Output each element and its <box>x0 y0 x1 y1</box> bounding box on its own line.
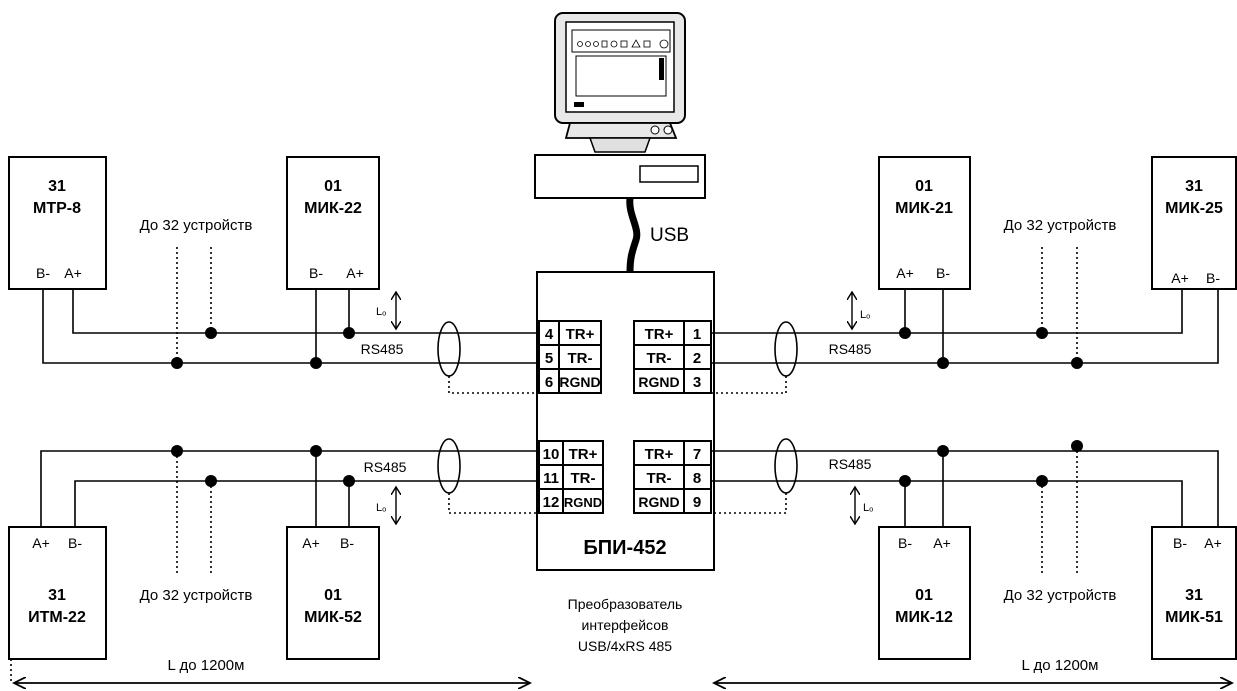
device-address: 31 <box>48 587 66 604</box>
lo-label: Lₒ <box>376 502 386 514</box>
device-model: МИК-25 <box>1165 200 1223 217</box>
device-model: МИК-52 <box>304 609 362 626</box>
terminal-signal: TR+ <box>569 446 598 463</box>
terminal-num: 2 <box>693 350 701 367</box>
device-model: МТР-8 <box>33 200 81 217</box>
device-model: МИК-21 <box>895 200 953 217</box>
device-address: 01 <box>324 587 342 604</box>
device-address: 01 <box>915 178 933 195</box>
pin-label: A+ <box>933 535 951 551</box>
pin-label: B- <box>340 535 354 551</box>
device-model: ИТМ-22 <box>28 609 86 626</box>
pin-label: A+ <box>32 535 50 551</box>
terminal-num: 7 <box>693 446 701 463</box>
device-address: 01 <box>915 587 933 604</box>
pin-label: B- <box>1206 270 1220 286</box>
devices-limit-label: До 32 устройств <box>1004 217 1117 234</box>
terminal-signal: RGND <box>638 494 679 510</box>
pin-label: A+ <box>346 265 364 281</box>
pin-label: A+ <box>1204 535 1222 551</box>
lo-label: Lₒ <box>863 502 873 514</box>
device-box <box>8 156 107 290</box>
terminal-signal: TR- <box>571 470 596 487</box>
max-length-label: L до 1200м <box>168 657 245 674</box>
device-model: МИК-22 <box>304 200 362 217</box>
pin-label: A+ <box>302 535 320 551</box>
converter-block <box>536 271 715 571</box>
terminal-signal: RGND <box>559 374 600 390</box>
terminal-signal: RGND <box>638 374 679 390</box>
pin-label: B- <box>36 265 50 281</box>
terminal-num: 9 <box>693 494 701 511</box>
rs485-label: RS485 <box>364 459 407 475</box>
bus-top-left <box>42 247 539 394</box>
terminal-num: 4 <box>545 326 554 343</box>
device-box <box>1151 156 1237 290</box>
terminal-block-right-top <box>633 320 712 394</box>
terminal-block-right-bottom <box>633 440 712 514</box>
converter-description-line1: Преобразователь <box>568 596 683 612</box>
lo-label: Lₒ <box>376 306 386 318</box>
pin-label: A+ <box>896 265 914 281</box>
rs485-label: RS485 <box>361 341 404 357</box>
device-box <box>286 526 380 660</box>
pin-label: A+ <box>1171 270 1189 286</box>
terminal-signal: TR+ <box>645 326 674 343</box>
converter-name: БПИ-452 <box>583 537 666 559</box>
terminal-num: 8 <box>693 470 701 487</box>
computer-icon <box>534 12 706 273</box>
rs485-label: RS485 <box>829 341 872 357</box>
pin-label: B- <box>309 265 323 281</box>
pin-label: B- <box>1173 535 1187 551</box>
max-length-label: L до 1200м <box>1022 657 1099 674</box>
terminal-num: 10 <box>543 446 560 463</box>
devices-limit-label: До 32 устройств <box>1004 587 1117 604</box>
device-address: 31 <box>1185 587 1203 604</box>
device-box <box>8 526 107 660</box>
device-box <box>878 526 971 660</box>
pin-label: B- <box>898 535 912 551</box>
converter-description-line3: USB/4xRS 485 <box>578 638 672 654</box>
terminal-num: 6 <box>545 374 553 391</box>
terminal-num: 11 <box>543 470 559 487</box>
terminal-signal: TR- <box>568 350 593 367</box>
device-address: 31 <box>48 178 66 195</box>
terminal-signal: RGND <box>564 495 602 510</box>
device-box <box>1151 526 1237 660</box>
device-box <box>878 156 971 290</box>
pin-label: B- <box>68 535 82 551</box>
terminal-num: 12 <box>543 494 560 511</box>
pin-label: A+ <box>64 265 82 281</box>
terminal-num: 1 <box>693 326 701 343</box>
device-address: 01 <box>324 178 342 195</box>
terminal-signal: TR+ <box>566 326 595 343</box>
device-model: МИК-51 <box>1165 609 1223 626</box>
terminal-signal: TR+ <box>645 446 674 463</box>
bus-bottom-left <box>10 438 539 684</box>
usb-label: USB <box>650 225 689 246</box>
lo-label: Lₒ <box>860 309 870 321</box>
terminal-num: 5 <box>545 350 553 367</box>
terminal-num: 3 <box>693 374 701 391</box>
device-model: МИК-12 <box>895 609 953 626</box>
terminal-block-left-bottom <box>538 440 604 514</box>
device-address: 31 <box>1185 178 1203 195</box>
bus-bottom-right <box>711 438 1219 576</box>
converter-description-line2: интерфейсов <box>582 617 669 633</box>
devices-limit-label: До 32 устройств <box>140 587 253 604</box>
device-box <box>286 156 380 290</box>
bus-top-right <box>711 247 1219 394</box>
terminal-block-left-top <box>538 320 602 394</box>
terminal-signal: TR- <box>647 470 672 487</box>
rs485-label: RS485 <box>829 456 872 472</box>
pin-label: B- <box>936 265 950 281</box>
devices-limit-label: До 32 устройств <box>140 217 253 234</box>
terminal-signal: TR- <box>647 350 672 367</box>
